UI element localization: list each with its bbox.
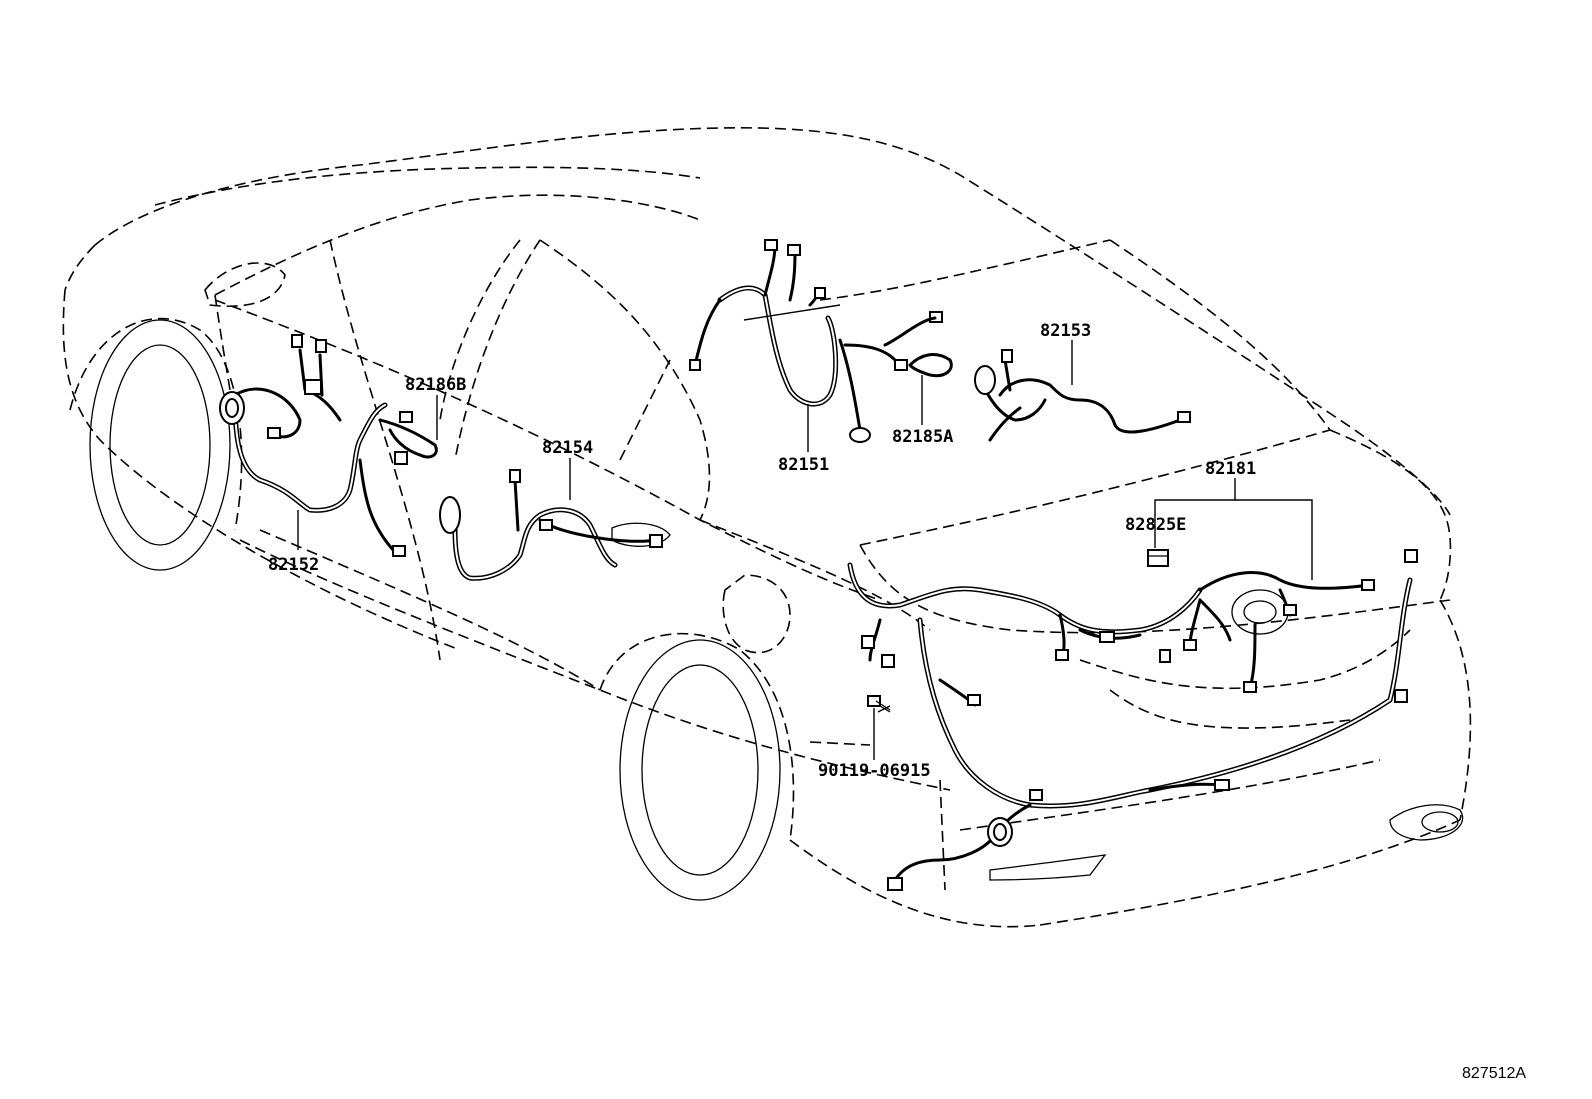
label-82185A: 82185A [892, 427, 953, 447]
label-90119-06915: 90119-06915 [818, 761, 931, 781]
part-82186B-grommet [378, 411, 438, 465]
label-82825E: 82825E [1125, 515, 1186, 535]
diagram-reference-code: 827512A [1462, 1065, 1526, 1082]
label-82153: 82153 [1040, 321, 1091, 341]
part-90119-06915-bolt [867, 695, 891, 713]
label-82186B: 82186B [405, 375, 466, 395]
car-body-outline [62, 127, 1472, 928]
rear-wheel [619, 639, 781, 901]
harness-82151 [689, 239, 943, 443]
label-82154: 82154 [542, 438, 593, 458]
harness-82181 [847, 549, 1418, 891]
front-wheel [89, 319, 231, 571]
label-82181: 82181 [1205, 459, 1256, 479]
harness-82152 [219, 334, 406, 557]
part-82825E [1147, 549, 1169, 567]
label-82151: 82151 [778, 455, 829, 475]
harness-82153 [974, 349, 1191, 442]
part-labels: 82151 82152 82153 82154 82181 82185A 821… [268, 321, 1526, 1082]
part-82185A [883, 316, 953, 378]
leader-lines [297, 304, 1313, 760]
label-82152: 82152 [268, 555, 319, 575]
harness-82154 [439, 469, 663, 581]
